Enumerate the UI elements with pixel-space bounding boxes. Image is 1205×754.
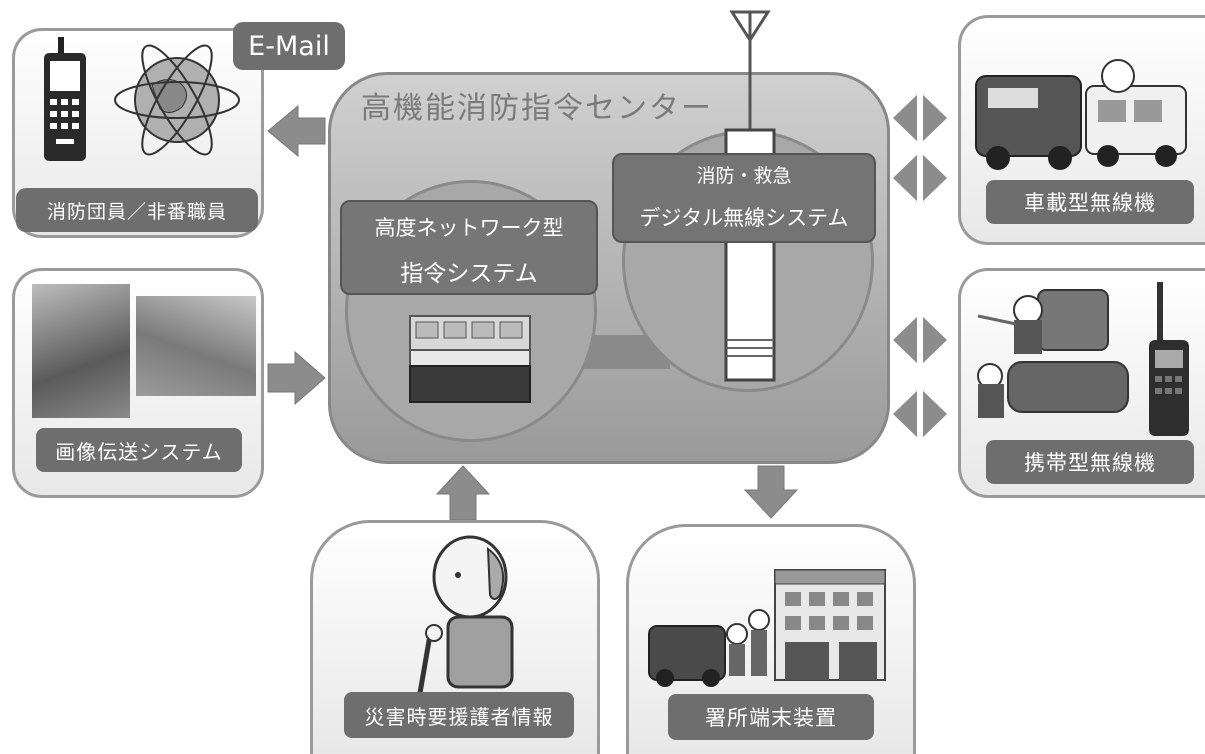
command-system-line2: 指令システム [400,261,538,287]
email-badge: E-Mail [233,22,345,70]
vulnerable-info-label: 災害時要援護者情報 [344,692,574,738]
radio-system-line1: 消防・救急 [696,165,792,187]
radio-system-box: 消防・救急 デジタル無線システム [612,153,876,243]
arrow-to-firefighters [267,104,326,158]
firefighters-label: 消防団員／非番職員 [16,188,258,232]
vehicle-radio-label: 車載型無線機 [986,180,1194,224]
command-system-box: 高度ネットワーク型 指令システム [340,200,598,295]
fire-station-icon [648,569,886,687]
scene-photo [136,296,256,396]
firefighters-hose-icon [977,289,1129,418]
station-terminal-label: 署所端末装置 [668,694,874,740]
fire-truck-icon [975,59,1187,170]
walkie-talkie-icon [1149,282,1189,436]
command-center-title: 高機能消防指令センター [361,91,713,126]
mobile-phone-icon [44,37,86,161]
photographer-photo [32,284,130,418]
elderly-person-icon [417,535,514,694]
control-console-icon [409,315,531,403]
portable-radio-label: 携帯型無線機 [986,440,1194,484]
globe-icon [114,44,240,156]
arrow-from-image-transfer [267,350,326,406]
arrow-from-vulnerable-info [435,465,491,521]
radio-system-line2: デジタル無線システム [639,206,849,230]
arrow-to-station-terminal [743,465,799,519]
command-system-line1: 高度ネットワーク型 [374,216,564,240]
image-transfer-label: 画像伝送システム [36,428,242,472]
